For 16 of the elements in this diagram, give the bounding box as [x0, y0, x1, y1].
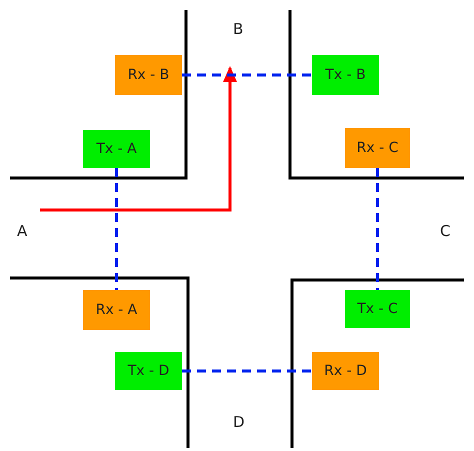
device-box: Rx - B	[115, 55, 182, 95]
device-box: Tx - B	[312, 55, 379, 95]
direction-letter: C	[440, 222, 450, 240]
device-box: Tx - A	[83, 130, 150, 168]
link-line	[182, 74, 312, 76]
link-line	[115, 168, 118, 290]
device-box: Rx - C	[345, 128, 410, 168]
link-line	[376, 168, 379, 290]
device-box: Rx - A	[83, 290, 150, 330]
direction-letter: A	[17, 222, 28, 240]
device-box: Tx - D	[115, 352, 182, 390]
device-box: Tx - C	[345, 290, 410, 328]
link-line	[182, 370, 312, 372]
direction-letter: D	[233, 413, 245, 431]
device-box: Rx - D	[312, 352, 379, 390]
direction-letter: B	[233, 20, 244, 38]
